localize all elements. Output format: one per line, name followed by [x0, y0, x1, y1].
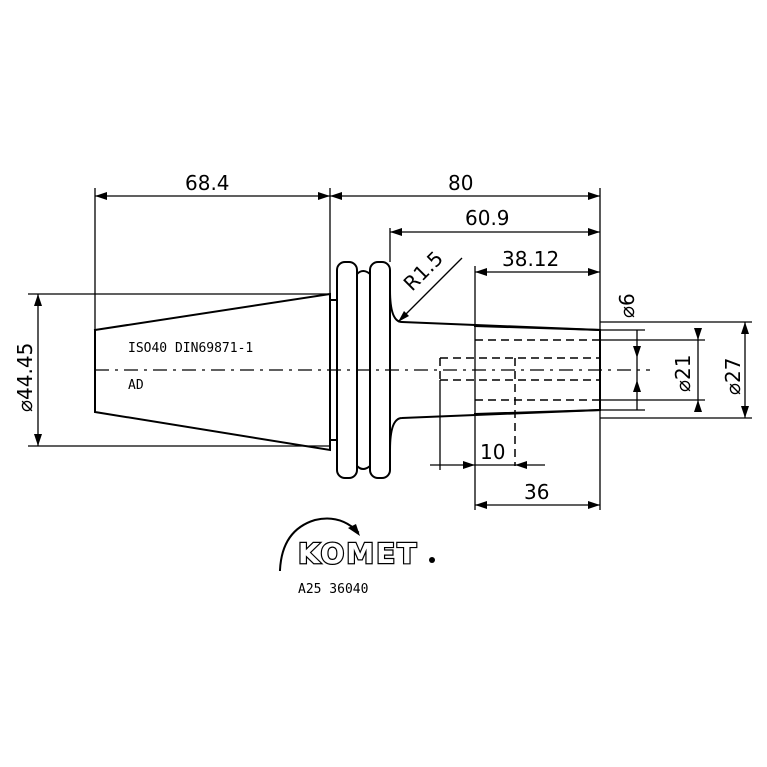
dimension-r1-5 — [397, 257, 463, 323]
dim-r1-5-label: R1.5 — [399, 246, 448, 295]
dim-phi27-label: ⌀27 — [721, 358, 745, 396]
dimension-10 — [430, 380, 545, 470]
part-number: A25 36040 — [298, 582, 368, 597]
dimension-phi27 — [600, 321, 752, 419]
logo-brand-text: KOMET — [298, 537, 418, 570]
logo-arc-icon — [278, 517, 360, 572]
dim-36-label: 36 — [524, 480, 549, 504]
komet-logo: KOMET — [278, 517, 435, 572]
form-label: AD — [128, 378, 144, 393]
dim-60-9-label: 60.9 — [465, 206, 510, 230]
dim-10-label: 10 — [480, 440, 505, 464]
flange — [329, 261, 391, 479]
dim-80-label: 80 — [448, 171, 473, 195]
dimension-36 — [474, 414, 600, 510]
dim-phi6-label: ⌀6 — [615, 293, 639, 318]
dimension-38-12 — [474, 266, 600, 326]
dim-phi21-label: ⌀21 — [671, 355, 695, 393]
dim-68-4-label: 68.4 — [185, 171, 230, 195]
dimension-80 — [330, 188, 601, 510]
dimension-phi6 — [600, 329, 645, 411]
dimension-68-4 — [94, 188, 331, 330]
dimension-phi21 — [600, 328, 705, 412]
logo-arrow-icon — [348, 524, 360, 536]
dim-phi44-45-label: ⌀44.45 — [13, 343, 37, 412]
hidden-bore — [439, 339, 600, 466]
logo-dot-icon — [429, 557, 435, 563]
dim-38-12-label: 38.12 — [502, 247, 559, 271]
dimension-60-9 — [389, 228, 600, 262]
taper-shank — [93, 292, 331, 452]
standard-label: ISO40 DIN69871-1 — [128, 341, 253, 356]
dimension-phi44-45 — [28, 293, 330, 447]
